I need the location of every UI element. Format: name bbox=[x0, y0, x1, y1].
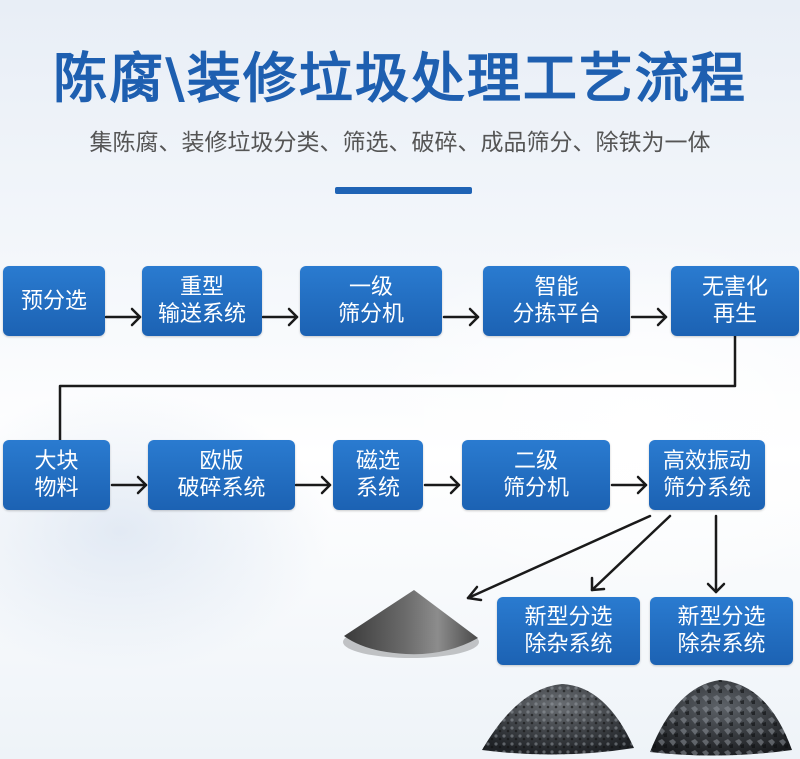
node-harmless-recycling: 无害化 再生 bbox=[671, 266, 799, 336]
title-divider bbox=[335, 187, 472, 194]
gravel-pile-fine-image bbox=[482, 684, 634, 755]
node-output-sorting-2: 新型分选 除杂系统 bbox=[650, 597, 793, 665]
arrow-out-2 bbox=[590, 514, 672, 592]
connector-r1-r2 bbox=[58, 334, 737, 442]
node-smart-sorting-platform: 智能 分拣平台 bbox=[483, 266, 630, 336]
node-primary-screener: 一级 筛分机 bbox=[300, 266, 442, 336]
node-vibrating-screening: 高效振动 筛分系统 bbox=[649, 440, 765, 510]
node-bulk-material: 大块 物料 bbox=[3, 440, 110, 510]
sand-pile-image bbox=[343, 590, 479, 658]
node-euro-crusher: 欧版 破碎系统 bbox=[148, 440, 295, 510]
gravel-pile-coarse-image bbox=[650, 680, 792, 756]
page-subtitle: 集陈腐、装修垃圾分类、筛选、破碎、成品筛分、除铁为一体 bbox=[89, 130, 711, 156]
node-heavy-conveyor: 重型 输送系统 bbox=[142, 266, 262, 336]
node-magnetic-separation: 磁选 系统 bbox=[333, 440, 423, 510]
arrow-out-1 bbox=[466, 514, 652, 600]
page-title: 陈腐\装修垃圾处理工艺流程 bbox=[53, 47, 747, 110]
node-pre-sorting: 预分选 bbox=[3, 266, 105, 336]
node-output-sorting-1: 新型分选 除杂系统 bbox=[497, 597, 640, 665]
node-secondary-screener: 二级 筛分机 bbox=[462, 440, 610, 510]
